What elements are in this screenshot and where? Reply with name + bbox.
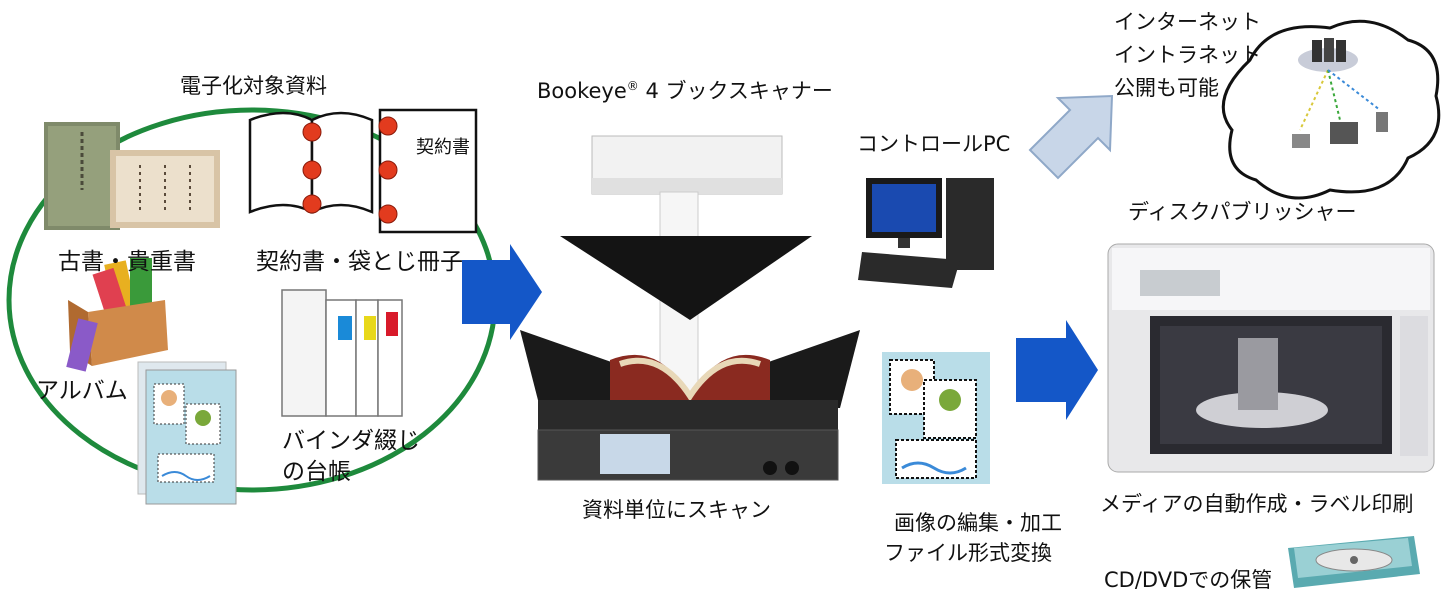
control-pc-label: コントロールPC <box>857 132 1011 156</box>
publisher-caption: メディアの自動作成・ラベル印刷 <box>1100 492 1414 516</box>
publisher-title: ディスクパブリッシャー <box>1128 200 1357 224</box>
editing-line-2: ファイル形式変換 <box>884 541 1052 565</box>
cloud-line-2: イントラネット <box>1114 43 1261 67</box>
scanner-title-rest: 4 ブックスキャナー <box>638 79 833 103</box>
disc-publisher-image <box>1107 243 1435 473</box>
registered-mark: ® <box>626 79 639 93</box>
book-scanner-image <box>520 135 860 481</box>
album-label: アルバム <box>36 378 128 404</box>
photo-pages-image <box>137 361 237 505</box>
control-pc-image <box>858 178 994 288</box>
editing-line-1: 画像の編集・加工 <box>894 511 1062 535</box>
source-group-title: 電子化対象資料 <box>180 74 327 98</box>
contract-booklet-label: 契約書・袋とじ冊子 <box>256 249 463 275</box>
network-cloud <box>1221 19 1441 200</box>
binder-label-line2: の台帳 <box>282 459 351 485</box>
seal-stamps-closed <box>378 116 398 224</box>
seal-stamps-open <box>302 122 322 214</box>
cd-case-image <box>1288 536 1420 588</box>
old-book-image <box>44 122 220 230</box>
binder-label-line1: バインダ綴じ <box>282 428 420 454</box>
binder-image <box>281 289 403 417</box>
old-books-label: 古書・貴重書 <box>58 249 196 275</box>
storage-label: CD/DVDでの保管 <box>1104 568 1273 592</box>
arrow-to-scanner <box>462 244 542 340</box>
arrow-to-cloud <box>1028 94 1114 180</box>
server-network-image <box>1292 38 1388 148</box>
scanner-title-brand: Bookeye <box>537 79 627 103</box>
arrow-to-publisher <box>1016 320 1098 420</box>
cloud-line-3: 公開も可能 <box>1114 76 1219 100</box>
album-box-image <box>66 258 168 372</box>
scanner-title: Bookeye® 4 ブックスキャナー <box>537 73 833 104</box>
scanner-caption: 資料単位にスキャン <box>582 498 771 522</box>
contract-doc-label: 契約書 <box>416 137 470 158</box>
open-booklet-image <box>248 111 374 215</box>
edited-images-sheet <box>882 352 990 484</box>
cloud-line-1: インターネット <box>1114 10 1261 34</box>
